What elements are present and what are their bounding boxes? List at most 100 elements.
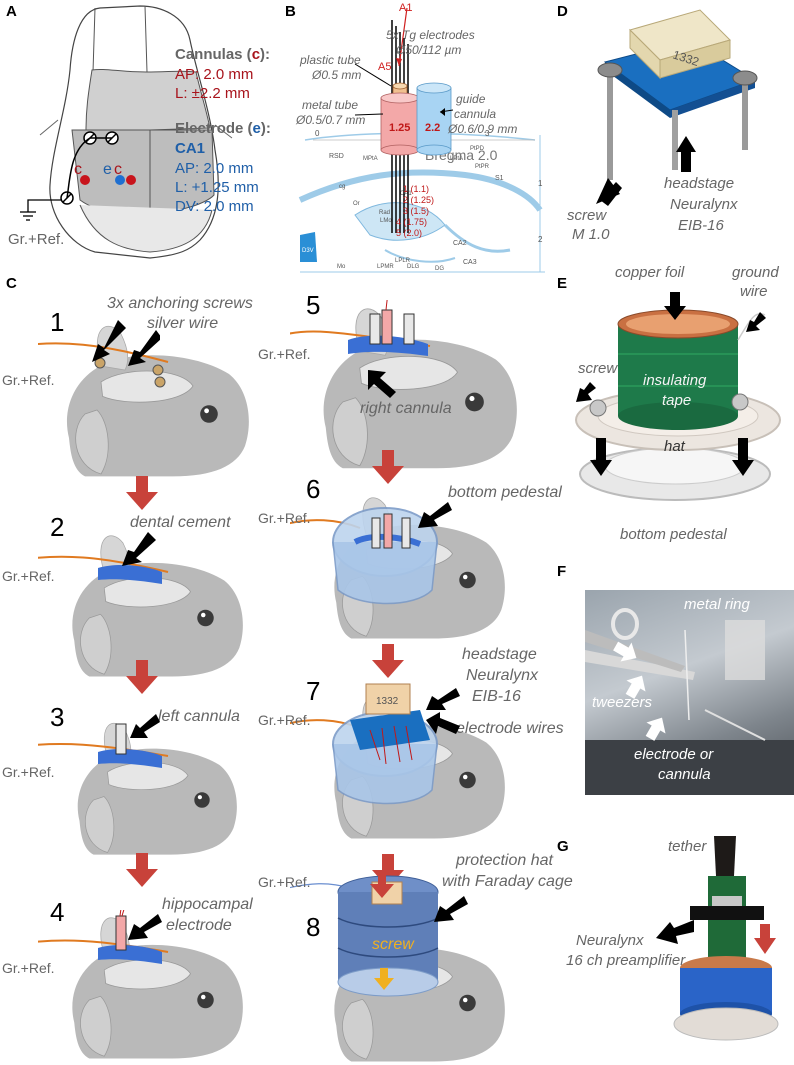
headstage-label-d-1: headstage	[664, 175, 735, 192]
atlas-label: Mo	[337, 264, 346, 270]
panel-label-e: E	[557, 275, 568, 292]
atlas-label: MPtA	[363, 156, 378, 162]
headstage-photo: 1332	[596, 9, 758, 206]
step-8-label-2: with Faraday cage	[442, 873, 573, 890]
step-1-label-1: 3x anchoring screws	[107, 295, 253, 312]
tape-label-1: insulating	[643, 372, 707, 389]
step-arrow-5	[372, 450, 404, 484]
step-5-arrow	[368, 370, 396, 398]
step-arrow-1	[126, 476, 158, 510]
step-2-label: dental cement	[130, 514, 231, 531]
electrode-cannula-label-2: cannula	[658, 766, 711, 783]
ruler-3: 3	[485, 129, 490, 138]
grref-step-3: Gr.+Ref.	[2, 764, 55, 780]
preamp-label-2: 16 ch preamplifier	[566, 952, 686, 969]
grref-label-a: Gr.+Ref.	[8, 231, 65, 248]
step-2-arrow	[122, 532, 156, 566]
hat-label: hat	[664, 438, 685, 455]
atlas-label: DLG	[407, 264, 420, 270]
guide-label-3: Ø0.6/0.9 mm	[448, 122, 518, 136]
depth-1: 1 (1.1)	[403, 184, 429, 194]
tether-label: tether	[668, 838, 707, 855]
tweezers-photo	[585, 590, 794, 795]
step-2-illustration	[38, 535, 244, 677]
step-3-label: left cannula	[158, 708, 240, 725]
panel-label-f: F	[557, 563, 567, 580]
step-7-label-2: Neuralynx	[466, 667, 539, 684]
tweezers-label: tweezers	[592, 694, 653, 711]
step-number-4: 4	[50, 897, 65, 927]
side-tick-2: 2	[538, 235, 543, 244]
grref-step-6: Gr.+Ref.	[258, 510, 311, 526]
atlas-label: CA1	[400, 191, 412, 197]
atlas-label: LMol	[380, 218, 393, 224]
step-number-8: 8	[306, 912, 321, 942]
grref-step-8: Gr.+Ref.	[258, 874, 311, 890]
mark-c-right: c	[114, 161, 122, 178]
depth-3: 3 (1.5)	[403, 206, 429, 216]
side-tick-1: 1	[538, 179, 543, 188]
step-4-illustration	[38, 910, 244, 1059]
panel-label-d: D	[557, 3, 568, 20]
atlas-label: DG	[435, 266, 444, 272]
atlas-label: D3V	[302, 248, 314, 254]
depth-5: 5 (2.0)	[396, 228, 422, 238]
guide-label-1: guide	[456, 92, 486, 106]
guide-value: 2.2	[425, 122, 440, 134]
electrode-cannula-label-1: electrode or	[634, 746, 714, 763]
atlas-label: LPLR	[395, 258, 411, 264]
step-number-7: 7	[306, 676, 321, 706]
grref-step-2: Gr.+Ref.	[2, 568, 55, 584]
electrode-l: L: +1.25 mm	[175, 179, 259, 196]
atlas-label: LPMR	[377, 264, 394, 270]
depth-2: 2 (1.25)	[403, 195, 434, 205]
step-number-6: 6	[306, 474, 321, 504]
plastic-tube-label-1: plastic tube	[300, 53, 361, 67]
guide-label-2: cannula	[454, 107, 497, 121]
grref-step-7: Gr.+Ref.	[258, 712, 311, 728]
hat-photo	[575, 292, 781, 501]
skull-schematic: c e c	[20, 5, 233, 259]
step-7-chip-number: 1332	[376, 696, 399, 707]
plastic-tube-label-2: Ø0.5 mm	[312, 68, 362, 82]
depth-4: 4 (1.75)	[396, 217, 427, 227]
metal-ring-label: metal ring	[684, 596, 750, 613]
atlas-label: PtPR	[475, 164, 490, 170]
cannulas-heading: Cannulas (c):	[175, 46, 271, 63]
step-5-label: right cannula	[360, 400, 452, 417]
step-8-illustration	[290, 870, 506, 1062]
screw-label-d-2: M 1.0	[572, 226, 610, 243]
mark-e: e	[103, 161, 112, 178]
headstage-label-d-3: EIB-16	[678, 217, 724, 234]
preamplifier-photo	[673, 836, 779, 1041]
grref-step-1: Gr.+Ref.	[2, 372, 55, 388]
step-4-label-2: electrode	[166, 917, 232, 934]
step-1-label-2: silver wire	[147, 315, 219, 332]
atlas-label: LPtA	[450, 156, 463, 162]
grref-step-4: Gr.+Ref.	[2, 960, 55, 976]
metal-tube-label-2: Ø0.5/0.7 mm	[296, 113, 366, 127]
atlas-label: S1	[495, 175, 504, 182]
a1-label: A1	[399, 2, 412, 14]
atlas-label: Rad	[379, 210, 390, 216]
step-1-illustration	[38, 325, 250, 477]
step-8-screw-label: screw	[372, 936, 414, 953]
step-8-arrow	[434, 896, 468, 922]
atlas-label: CA2	[453, 240, 467, 247]
atlas-label: Or	[353, 201, 360, 207]
bottom-pedestal-label: bottom pedestal	[620, 526, 727, 543]
mark-c-left: c	[74, 161, 82, 178]
grref-step-5: Gr.+Ref.	[258, 346, 311, 362]
electrode-region: CA1	[175, 140, 206, 157]
electrode-heading: Electrode (e):	[175, 120, 271, 137]
cannula-ap: AP: 2.0 mm	[175, 66, 254, 83]
step-7-illustration: 1332	[290, 683, 506, 839]
atlas-label: RSD	[329, 153, 344, 160]
step-7-wires-label: electrode wires	[456, 720, 564, 737]
step-3-illustration	[38, 722, 238, 856]
metal-tube-label-1: metal tube	[302, 98, 359, 112]
step-5-illustration	[290, 300, 518, 469]
step-7-label-3: EIB-16	[472, 688, 521, 705]
atlas-label: CA3	[463, 259, 477, 266]
preamp-arrow	[656, 920, 694, 944]
